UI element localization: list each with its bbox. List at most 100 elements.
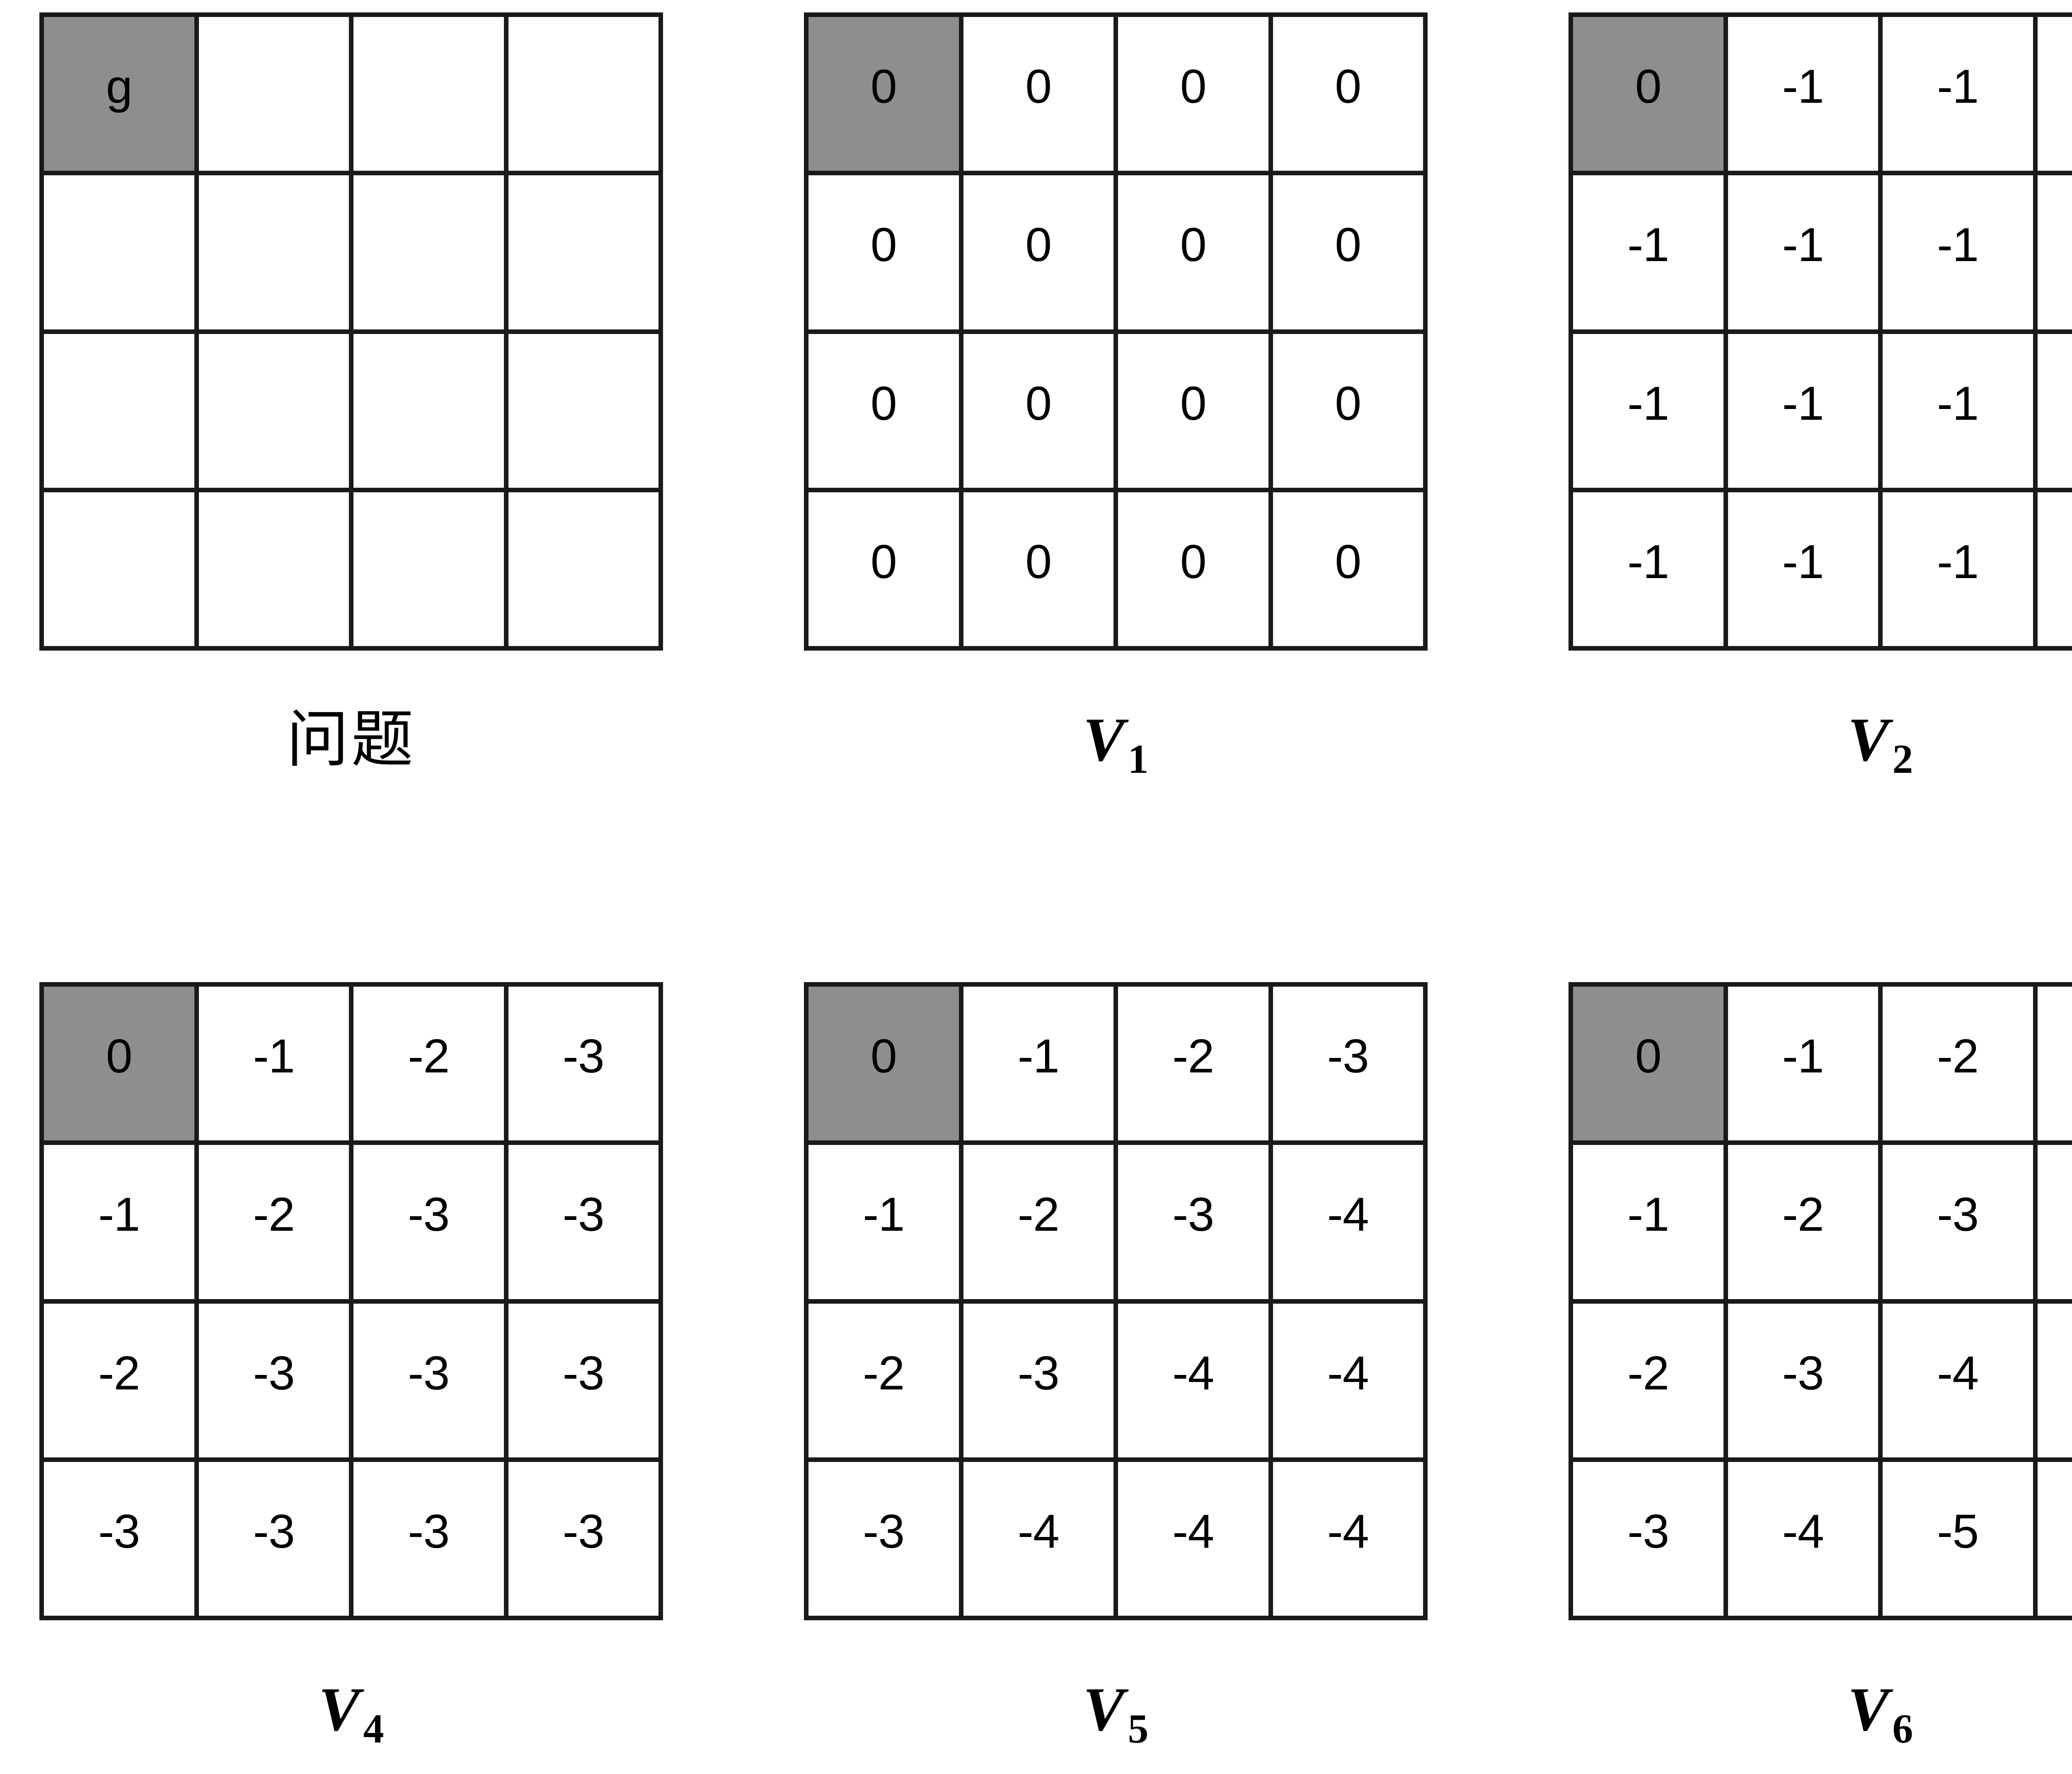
grid-cell[interactable]: -2 xyxy=(963,1145,1118,1304)
goal-cell[interactable]: g xyxy=(44,17,199,176)
grid-cell[interactable]: -1 xyxy=(2037,334,2072,492)
grid-cell[interactable]: -3 xyxy=(1118,1145,1273,1304)
goal-cell[interactable]: 0 xyxy=(808,17,963,176)
grid-cell[interactable]: -4 xyxy=(1118,1303,1273,1462)
grid-cell[interactable]: 0 xyxy=(1118,175,1273,334)
grid-cell[interactable]: -4 xyxy=(1883,1303,2038,1462)
grid-cell[interactable]: -3 xyxy=(1573,1462,1728,1620)
grid-cell[interactable]: 0 xyxy=(1273,175,1428,334)
grid-cell[interactable]: 0 xyxy=(963,492,1118,651)
grid-cell[interactable]: 0 xyxy=(963,334,1118,492)
grid-cell[interactable]: 0 xyxy=(963,175,1118,334)
caption-symbol: V xyxy=(1847,705,1889,774)
grid-cell[interactable]: 0 xyxy=(963,17,1118,176)
grid-cell[interactable]: -2 xyxy=(808,1303,963,1462)
grid-cell[interactable]: -3 xyxy=(353,1303,508,1462)
grid-cell[interactable]: -1 xyxy=(1573,1145,1728,1304)
grid-cell[interactable]: -5 xyxy=(2037,1303,2072,1462)
grid-cell[interactable]: -1 xyxy=(808,1145,963,1304)
grid-cell[interactable] xyxy=(353,334,508,492)
grid-cell[interactable]: 0 xyxy=(1118,334,1273,492)
grid-cell[interactable]: -1 xyxy=(1728,334,1883,492)
grid-cell[interactable]: -4 xyxy=(1273,1303,1428,1462)
grid-cell[interactable]: -1 xyxy=(2037,175,2072,334)
grid-cell[interactable]: -1 xyxy=(1728,17,1883,176)
grid-cell[interactable]: -1 xyxy=(1728,175,1883,334)
grid-cell[interactable]: -3 xyxy=(198,1303,353,1462)
grid-cell[interactable]: -4 xyxy=(1728,1462,1883,1620)
grid-cell[interactable]: -1 xyxy=(1883,492,2038,651)
grid-cell[interactable]: 0 xyxy=(1273,334,1428,492)
goal-cell[interactable]: 0 xyxy=(1573,17,1728,176)
grid-cell[interactable]: -2 xyxy=(1728,1145,1883,1304)
grid-cell[interactable]: -1 xyxy=(1883,334,2038,492)
grid-cell[interactable]: -5 xyxy=(2037,1462,2072,1620)
grid-cell[interactable]: -3 xyxy=(508,1303,663,1462)
grid-cell[interactable] xyxy=(353,17,508,176)
grid-cell[interactable] xyxy=(508,492,663,651)
grid-cell[interactable]: 0 xyxy=(1118,17,1273,176)
grid-cell[interactable]: -2 xyxy=(1573,1303,1728,1462)
grid-cell[interactable]: 0 xyxy=(1273,17,1428,176)
grid-cell[interactable]: -4 xyxy=(1273,1462,1428,1620)
goal-cell[interactable]: 0 xyxy=(44,987,199,1145)
grid-cell[interactable]: -1 xyxy=(1573,334,1728,492)
grid-cell[interactable]: -3 xyxy=(198,1462,353,1620)
grid-cell[interactable]: -4 xyxy=(1118,1462,1273,1620)
panel-caption-v1: V1 xyxy=(804,709,1428,780)
grid-cell[interactable]: 0 xyxy=(808,334,963,492)
grid-cell[interactable]: -3 xyxy=(2037,987,2072,1145)
grid-cell[interactable] xyxy=(198,175,353,334)
grid-cell[interactable]: -3 xyxy=(353,1462,508,1620)
grid-cell[interactable]: -1 xyxy=(1573,175,1728,334)
grid-cell[interactable] xyxy=(508,17,663,176)
grid-cell[interactable]: -3 xyxy=(508,1145,663,1304)
goal-cell[interactable]: 0 xyxy=(808,987,963,1145)
caption-symbol: V xyxy=(1083,1675,1125,1744)
grid-cell[interactable] xyxy=(198,17,353,176)
grid-cell[interactable] xyxy=(508,334,663,492)
grid-cell[interactable]: -5 xyxy=(1883,1462,2038,1620)
grid-cell[interactable]: 0 xyxy=(1273,492,1428,651)
grid-cell[interactable]: -3 xyxy=(353,1145,508,1304)
grid-cell[interactable]: -1 xyxy=(44,1145,199,1304)
grid-cell[interactable]: -3 xyxy=(808,1462,963,1620)
grid-cell[interactable]: -1 xyxy=(963,987,1118,1145)
grid-cell[interactable]: -3 xyxy=(1273,987,1428,1145)
grid-cell[interactable]: -1 xyxy=(198,987,353,1145)
grid-cell[interactable]: -2 xyxy=(1118,987,1273,1145)
grid-cell[interactable]: -3 xyxy=(1728,1303,1883,1462)
grid-cell[interactable] xyxy=(44,334,199,492)
grid-cell[interactable] xyxy=(198,492,353,651)
grid-cell[interactable]: -3 xyxy=(963,1303,1118,1462)
grid-cell[interactable]: -1 xyxy=(1573,492,1728,651)
grid-cell[interactable]: -2 xyxy=(353,987,508,1145)
grid-cell[interactable]: -1 xyxy=(2037,17,2072,176)
grid-cell[interactable]: -1 xyxy=(2037,492,2072,651)
grid-cell[interactable]: -2 xyxy=(44,1303,199,1462)
grid-cell[interactable] xyxy=(353,492,508,651)
grid-cell[interactable]: -1 xyxy=(1728,492,1883,651)
grid-cell[interactable]: -3 xyxy=(508,987,663,1145)
grid-cell[interactable] xyxy=(44,175,199,334)
grid-cell[interactable]: -3 xyxy=(508,1462,663,1620)
goal-cell[interactable]: 0 xyxy=(1573,987,1728,1145)
grid-cell[interactable] xyxy=(44,492,199,651)
grid-cell[interactable] xyxy=(508,175,663,334)
grid-cell[interactable]: -1 xyxy=(1883,17,2038,176)
grid-cell[interactable]: -3 xyxy=(44,1462,199,1620)
grid-cell[interactable]: -3 xyxy=(1883,1145,2038,1304)
grid-cell[interactable]: -4 xyxy=(963,1462,1118,1620)
grid-cell[interactable]: 0 xyxy=(808,492,963,651)
grid-cell[interactable]: 0 xyxy=(1118,492,1273,651)
grid-cell[interactable]: -1 xyxy=(1728,987,1883,1145)
grid-cell[interactable]: -1 xyxy=(1883,175,2038,334)
grid-cell[interactable] xyxy=(198,334,353,492)
grid-cell[interactable]: 0 xyxy=(808,175,963,334)
grid-cell[interactable]: -2 xyxy=(198,1145,353,1304)
grid-cell[interactable]: -2 xyxy=(1883,987,2038,1145)
grid-cell[interactable]: -4 xyxy=(1273,1145,1428,1304)
grid-cell[interactable] xyxy=(353,175,508,334)
grid-cell[interactable]: -4 xyxy=(2037,1145,2072,1304)
